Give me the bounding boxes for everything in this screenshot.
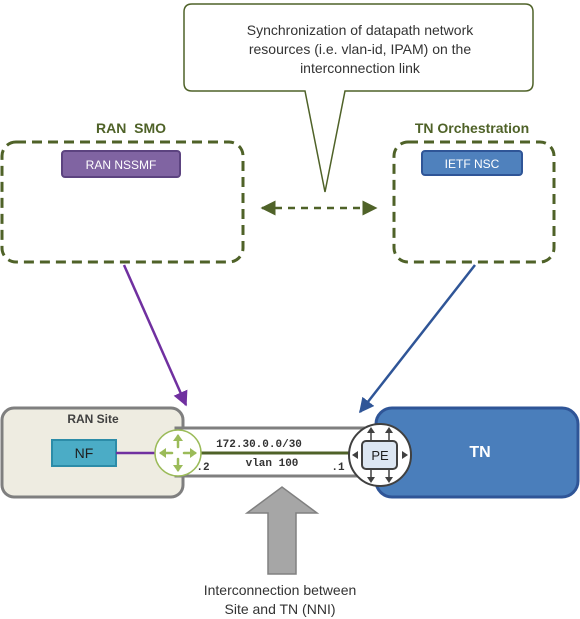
callout-line-2: resources (i.e. vlan-id, IPAM) on the [249, 41, 471, 57]
sync-callout: Synchronization of datapath network reso… [183, 3, 534, 193]
ran-smo-group: RAN SMO RAN NSSMF [0, 120, 245, 264]
tn-orchestration-title: TN Orchestration [415, 120, 529, 136]
ran-site-title: RAN Site [67, 412, 119, 426]
ran-nssmf-box[interactable] [61, 150, 181, 178]
ran-smo-title: RAN SMO [96, 120, 166, 136]
left-ip-label: .2 [196, 462, 209, 474]
callout-line-1: Synchronization of datapath network [247, 22, 474, 38]
nni-caption-line-2: Site and TN (NNI) [225, 601, 336, 617]
tn-orchestration-box [392, 140, 556, 264]
pe-label: PE [371, 448, 389, 463]
pe-router-icon[interactable]: PE [348, 423, 412, 487]
subnet-label: 172.30.0.0/30 [216, 439, 302, 451]
vlan-label: vlan 100 [246, 458, 299, 470]
tn-orchestration-group: TN Orchestration IETF NSC [392, 120, 556, 264]
ran-nssmf-label: RAN NSSMF [86, 158, 157, 172]
ietf-nsc-box[interactable] [421, 150, 523, 176]
nsc-to-pe-arrow [359, 264, 476, 414]
tn-label: TN [469, 444, 490, 461]
nf-label: NF [75, 445, 94, 461]
nni-caption-line-1: Interconnection between [204, 582, 357, 598]
callout-line-3: interconnection link [300, 60, 421, 76]
router-icon[interactable] [154, 429, 202, 477]
ietf-nsc-label: IETF NSC [445, 157, 500, 171]
ran-smo-box [0, 140, 245, 264]
pe-box [361, 440, 398, 470]
right-ip-label: .1 [331, 462, 345, 474]
nssmf-to-router-arrow [122, 264, 188, 407]
nni-up-arrow [244, 486, 320, 575]
